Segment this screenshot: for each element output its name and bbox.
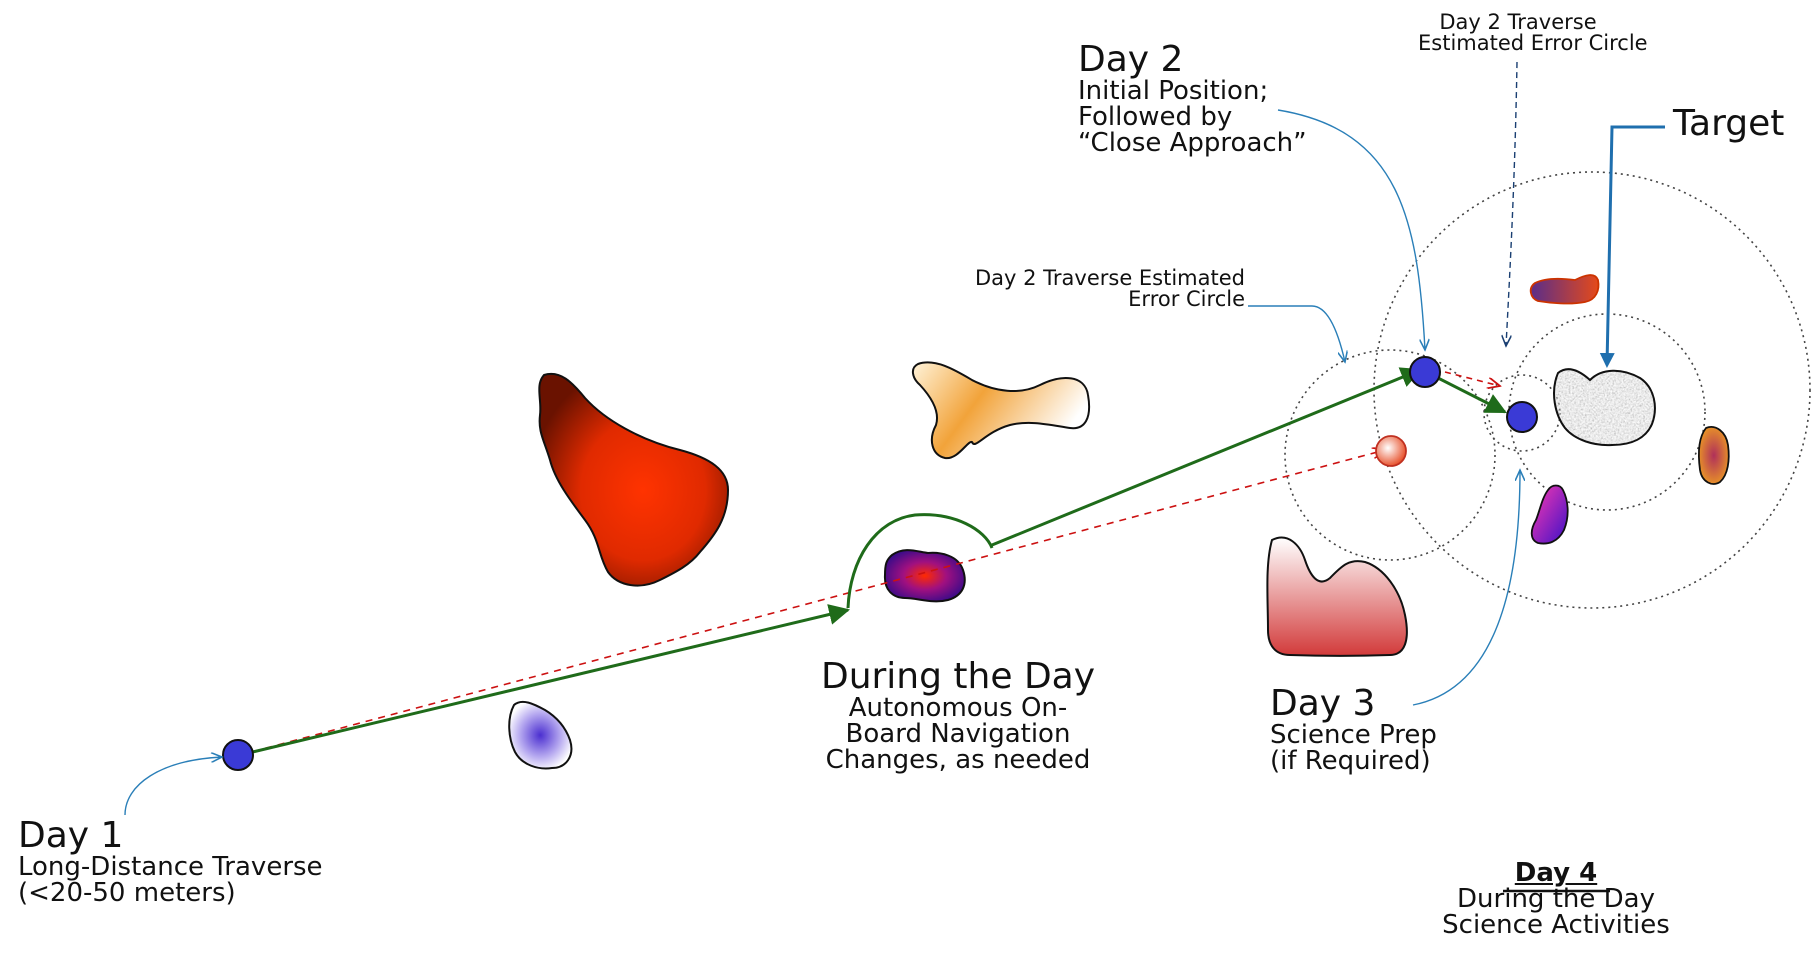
orange-rock <box>913 362 1089 458</box>
day2-line3: “Close Approach” <box>1078 130 1307 156</box>
during-day-line3: Changes, as needed <box>808 747 1108 773</box>
during-day-label: During the Day Autonomous On- Board Navi… <box>808 659 1108 773</box>
day4-line2: Science Activities <box>1406 912 1706 938</box>
small-red-rock <box>1531 275 1599 303</box>
day2-error-top-line2: Estimated Error Circle <box>1418 33 1618 54</box>
day2-error-top-line1: Day 2 Traverse <box>1418 12 1618 33</box>
day1-callout-line <box>125 757 222 815</box>
day2-line1: Initial Position; <box>1078 78 1307 104</box>
day3-title: Day 3 <box>1270 686 1437 722</box>
purple-obstacle-rock <box>885 550 965 601</box>
actual-path-leg3 <box>1438 378 1505 412</box>
during-day-title: During the Day <box>808 659 1108 695</box>
error-circle-top-callout-line <box>1506 62 1517 346</box>
large-red-rock <box>539 374 728 586</box>
day1-label: Day 1 Long-Distance Traverse (<20-50 met… <box>18 818 323 906</box>
day3-line1: Science Prep <box>1270 722 1437 748</box>
day2-title: Day 2 <box>1078 42 1307 78</box>
day2-position-marker <box>1410 357 1440 387</box>
planned-close-approach-line <box>1445 372 1500 386</box>
target-arrow <box>1607 127 1665 365</box>
during-day-line2: Board Navigation <box>808 721 1108 747</box>
day1-line2: (<20-50 meters) <box>18 880 323 906</box>
day2-error-label-top: Day 2 Traverse Estimated Error Circle <box>1418 12 1618 54</box>
lavender-rock <box>509 702 571 769</box>
day3-label: Day 3 Science Prep (if Required) <box>1270 686 1437 774</box>
day1-position-marker <box>223 740 253 770</box>
day2-error-label-left: Day 2 Traverse Estimated Error Circle <box>880 268 1245 310</box>
target-rock <box>1540 360 1670 455</box>
day3-line2: (if Required) <box>1270 748 1437 774</box>
error-circle-callout-line <box>1248 306 1345 362</box>
day3-position-marker <box>1507 402 1537 432</box>
small-orange-rock <box>1699 427 1729 484</box>
small-magenta-rock <box>1532 486 1568 544</box>
day1-line1: Long-Distance Traverse <box>18 854 323 880</box>
during-day-line1: Autonomous On- <box>808 695 1108 721</box>
day4-line1: During the Day <box>1406 886 1706 912</box>
day4-title: Day 4 <box>1406 860 1706 886</box>
day2-error-left-line2: Error Circle <box>880 289 1245 310</box>
day1-title: Day 1 <box>18 818 323 854</box>
day3-callout-line <box>1413 470 1520 705</box>
day2-line2: Followed by <box>1078 104 1307 130</box>
day2-error-left-line1: Day 2 Traverse Estimated <box>880 268 1245 289</box>
planned-position-marker <box>1376 436 1406 466</box>
target-label: Target <box>1673 106 1784 142</box>
day2-label: Day 2 Initial Position; Followed by “Clo… <box>1078 42 1307 156</box>
day4-label: Day 4 During the Day Science Activities <box>1406 860 1706 938</box>
pink-rock <box>1267 538 1407 656</box>
